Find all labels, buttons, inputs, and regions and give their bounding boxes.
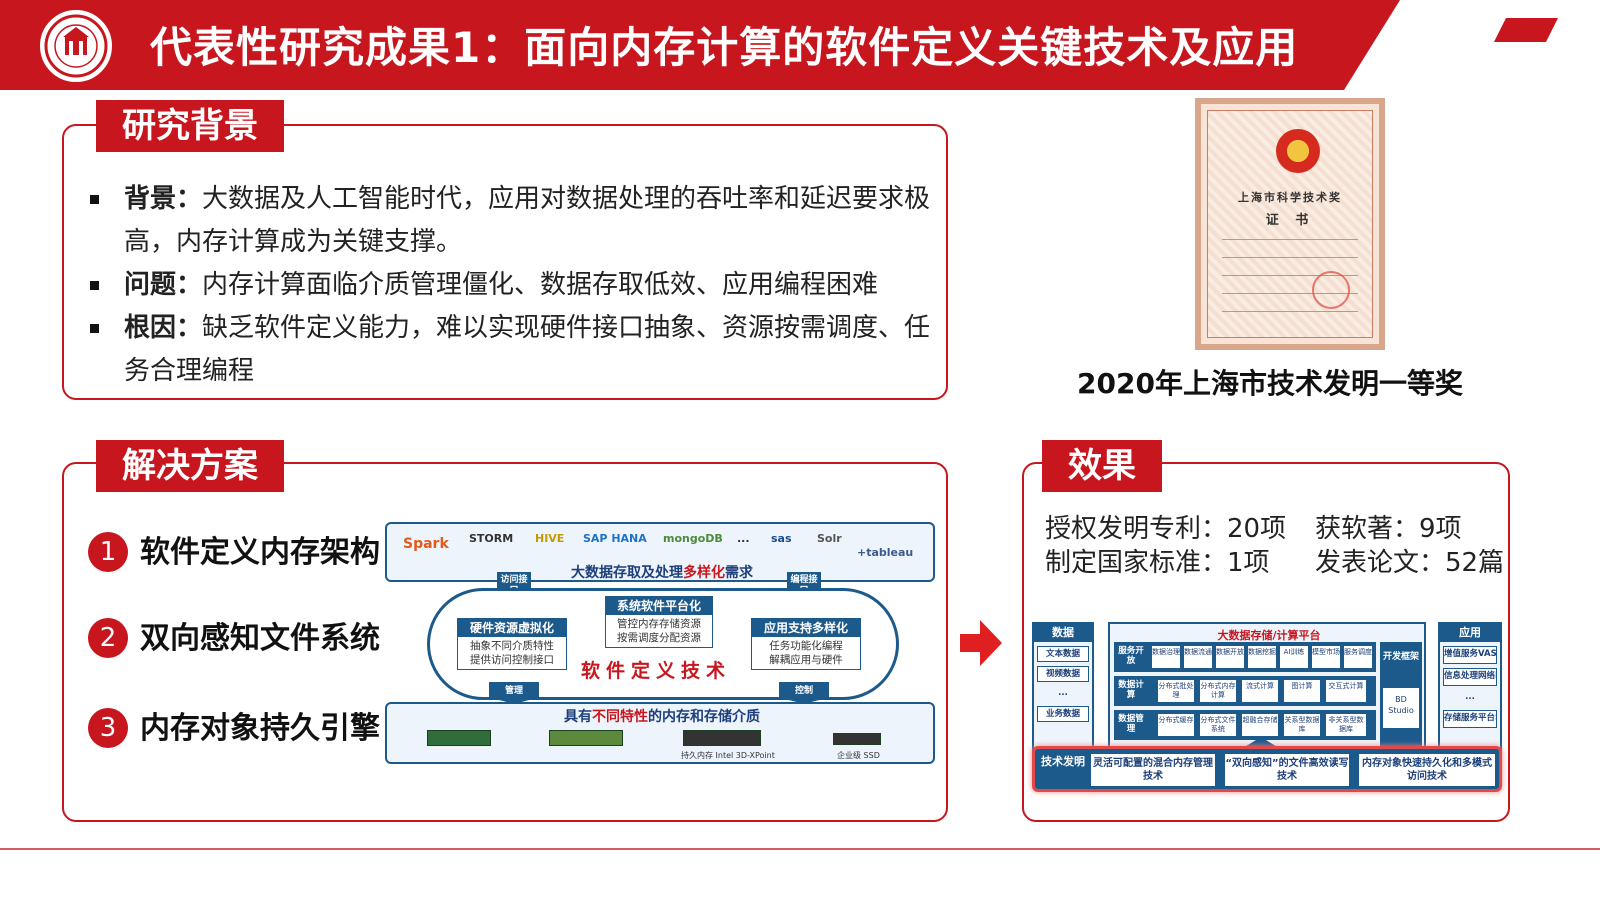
arrow-right-icon [960,620,1002,666]
card-system-platform: 系统软件平台化 管控内存存储资源按需调度分配资源 [605,596,713,648]
data-column: 数据 文本数据 视频数据 ... 业务数据 [1032,622,1094,758]
stats-row: 制定国家标准：1项 发表论文：52篇 [1045,546,1515,580]
number-badge: 2 [88,618,128,658]
app-column: 应用 增值服务VAS 信息处理网络IPN ... 存储服务平台SSP [1438,622,1502,758]
tech-box-1: 灵活可配置的混合内存管理技术 [1091,754,1215,786]
ssd-label: 企业级 SSD [837,751,880,760]
patent-count: 授权发明专利：20项 [1045,514,1287,544]
logo-mongodb: mongoDB [663,532,723,545]
tech-box-3: 内存对象快速持久化和多模式访问技术 [1359,754,1495,786]
certificate-caption: 2020年上海市技术发明一等奖 [1077,367,1463,400]
logo-spark: Spark [403,536,449,552]
root-cause-item: 根因：缺乏软件定义能力，难以实现硬件接口抽象、资源按需调度、任务合理编程 [90,307,940,393]
persistent-memory-label: 持久内存 Intel 3D-XPoint [681,751,775,760]
university-seal-icon [44,14,108,78]
effect-tab: 效果 [1042,440,1162,492]
platform-diagram: 数据 文本数据 视频数据 ... 业务数据 大数据存储/计算平台 服务开放 数据… [1032,620,1502,796]
service-row: 服务开放 数据治理 数据流通 数据开放 数据挖掘 AI训练 模型市场 服务调度 [1114,642,1376,672]
solution-label: 软件定义内存架构 [140,535,380,570]
certificate-inner: 上海市科学技术奖 证 书 [1207,110,1373,338]
logo-solr: Solr [817,532,842,545]
card-hardware-virtualization: 硬件资源虚拟化 抽象不同介质特性提供访问控制接口 [457,618,567,670]
standard-count: 制定国家标准：1项 [1045,548,1270,578]
header: 代表性研究成果1：面向内存计算的软件定义关键技术及应用 [0,0,1600,90]
tag-control: 控制 [779,682,829,704]
problem-item: 问题：内存计算面临介质管理僵化、数据存取低效、应用编程困难 [90,264,940,307]
number-badge: 3 [88,708,128,748]
top-layer-head: 大数据存取及处理多样化需求 [571,565,753,581]
bottom-layer-head: 具有不同特性的内存和存储介质 [564,709,760,725]
paper-count: 发表论文：52篇 [1315,548,1505,578]
software-copyright-count: 获软著：9项 [1315,514,1462,544]
dram-module-icon [427,730,491,746]
background-item: 背景：大数据及人工智能时代，应用对数据处理的吞吐率和延迟要求极高，内存计算成为关… [90,178,940,264]
number-badge: 1 [88,532,128,572]
logo-ellipsis: ... [737,532,750,545]
solution-label: 内存对象持久引擎 [140,711,380,746]
university-logo [40,10,112,82]
dev-framework: 开发框架 BD Studio [1380,642,1422,754]
background-tab: 研究背景 [96,100,284,152]
app-layer: Spark STORM HIVE SAP HANA mongoDB ... sa… [385,522,935,582]
tech-box-2: “双向感知”的文件高效读写技术 [1225,754,1349,786]
logo-sap-hana: SAP HANA [583,532,647,545]
logo-storm: STORM [469,532,514,545]
solution-label: 双向感知文件系统 [140,621,380,656]
tag-management: 管理 [489,682,539,704]
award-certificate: 上海市科学技术奖 证 书 [1195,98,1385,350]
tech-invention-bar: 技术发明 灵活可配置的混合内存管理技术 “双向感知”的文件高效读写技术 内存对象… [1032,746,1502,792]
certificate-line-1: 上海市科学技术奖 [1238,191,1342,204]
ssd-icon [833,733,881,745]
certificate-line-2: 证 书 [1265,213,1315,228]
solution-tab: 解决方案 [96,440,284,492]
platform-title: 大数据存储/计算平台 [1217,629,1321,642]
logo-tableau: +tableau [857,546,914,559]
national-emblem-icon [1276,129,1320,173]
background-panel [62,124,948,400]
seal-stamp-icon [1312,271,1350,309]
header-decoration-icon [1440,16,1560,74]
certificate-text-lines [1222,239,1358,329]
card-app-diversity: 应用支持多样化 任务功能化编程解耦应用与硬件 [751,618,861,670]
compute-row: 数据计算 分布式批处理 分布式内存计算 流式计算 图计算 交互式计算 [1114,676,1376,706]
management-row: 数据管理 分布式缓存 分布式文件系统 超融合存储 关系型数据库 非关系型数据库 [1114,710,1376,740]
effect-stats: 授权发明专利：20项 获软著：9项 制定国家标准：1项 发表论文：52篇 [1045,512,1515,580]
platform-main: 大数据存储/计算平台 服务开放 数据治理 数据流通 数据开放 数据挖掘 AI训练… [1108,622,1426,758]
footer-line [0,848,1600,850]
software-defined-label: 软件定义技术 [581,660,732,682]
background-list: 背景：大数据及人工智能时代，应用对数据处理的吞吐率和延迟要求极高，内存计算成为关… [90,178,940,393]
page-title: 代表性研究成果1：面向内存计算的软件定义关键技术及应用 [150,23,1299,72]
stats-row: 授权发明专利：20项 获软著：9项 [1045,512,1515,546]
architecture-diagram: Spark STORM HIVE SAP HANA mongoDB ... sa… [385,520,935,768]
persistent-memory-icon [683,730,761,746]
header-band [0,0,1400,90]
logo-hive: HIVE [535,532,565,545]
logo-sas: sas [771,532,792,545]
nvm-module-icon [549,730,623,746]
